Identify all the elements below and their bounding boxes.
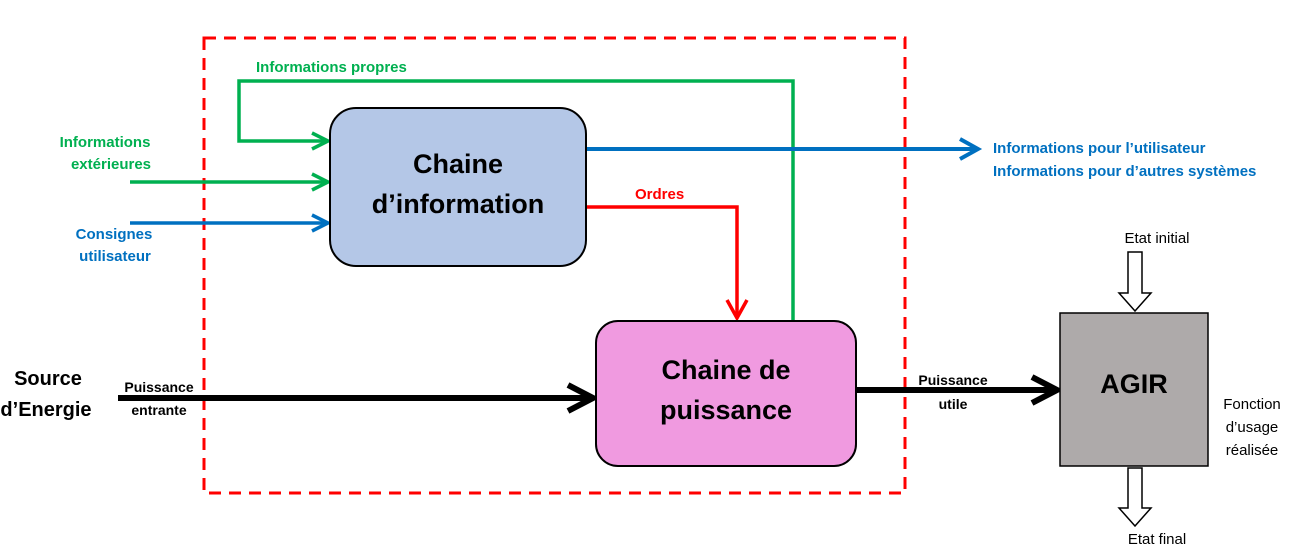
- ordres-label: Ordres: [635, 186, 684, 203]
- ordres-line: [586, 205, 739, 318]
- informations-propres-label: Informations propres: [256, 59, 407, 76]
- fonction-label-2: d’usage: [1226, 419, 1279, 436]
- info-chain-title-line2: d’information: [372, 189, 544, 219]
- puissance-utile-arrowhead: [1030, 374, 1064, 406]
- fonction-label-3: réalisée: [1226, 442, 1279, 459]
- output-info-label-2: Informations pour d’autres systèmes: [993, 163, 1256, 180]
- puissance-entrante-label-1: Puissance: [124, 379, 193, 395]
- source-label-1: Source: [14, 368, 82, 390]
- etat-final-arrow: [1117, 467, 1153, 528]
- etat-final-label: Etat final: [1128, 531, 1186, 548]
- etat-initial-label: Etat initial: [1124, 230, 1189, 247]
- puissance-utile-label-1: Puissance: [918, 372, 987, 388]
- output-info-label-1: Informations pour l’utilisateur: [993, 140, 1206, 157]
- informations-exterieures-arrowhead: [311, 172, 332, 192]
- power-chain-box: [595, 320, 857, 467]
- agir-box: [1059, 312, 1209, 467]
- informations-exterieures-label-1: Informations: [60, 134, 151, 151]
- system-boundary: [202, 36, 907, 495]
- source-label-2: d’Energie: [0, 399, 91, 421]
- power-chain-title-line2: puissance: [660, 395, 792, 425]
- informations-propres-arrowhead: [311, 131, 332, 151]
- etat-initial-arrow: [1117, 251, 1153, 313]
- ordres-arrowhead: [725, 299, 749, 322]
- agir-label: AGIR: [1100, 369, 1168, 399]
- output-information-arrowhead: [959, 137, 983, 161]
- informations-exterieures-label-2: extérieures: [71, 156, 151, 173]
- puissance-entrante-arrowhead: [566, 382, 600, 414]
- info-chain-box: [329, 107, 587, 267]
- puissance-entrante-label-2: entrante: [131, 402, 186, 418]
- power-chain-title-line1: Chaine de: [661, 355, 790, 385]
- informations-propres-line: [237, 79, 795, 321]
- puissance-utile-label-2: utile: [939, 396, 968, 412]
- consignes-label-1: Consignes: [76, 226, 153, 243]
- fonction-label-1: Fonction: [1223, 396, 1281, 413]
- consignes-label-2: utilisateur: [79, 248, 151, 265]
- consignes-arrowhead: [311, 213, 332, 233]
- info-chain-title-line1: Chaine: [413, 149, 503, 179]
